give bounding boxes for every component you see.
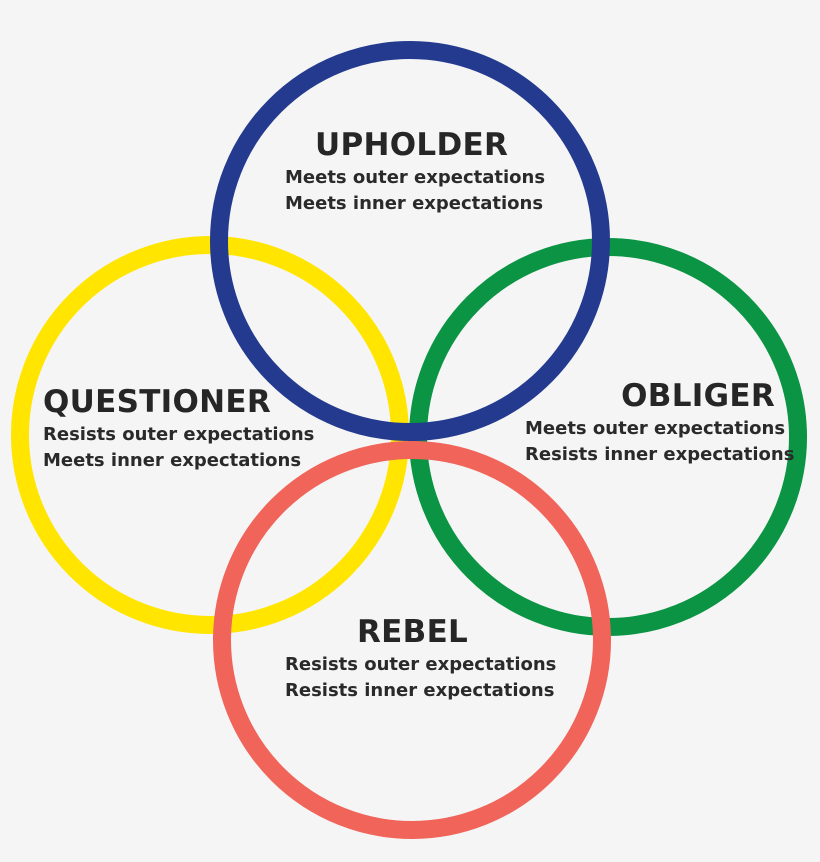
- questioner-outer-expectation: Resists outer expectations: [43, 424, 315, 445]
- upholder-label: UPHOLDER Meets outer expectations Meets …: [285, 130, 545, 213]
- rebel-title: REBEL: [357, 614, 469, 650]
- upholder-outer-expectation: Meets outer expectations: [285, 167, 546, 188]
- upholder-title: UPHOLDER: [315, 127, 509, 163]
- obliger-label: OBLIGER Meets outer expectations Resists…: [525, 378, 795, 465]
- obliger-outer-expectation: Meets outer expectations: [525, 418, 786, 439]
- questioner-label: QUESTIONER Resists outer expectations Me…: [43, 387, 314, 470]
- questioner-title: QUESTIONER: [43, 384, 272, 420]
- obliger-title: OBLIGER: [621, 378, 775, 414]
- rebel-inner-expectation: Resists inner expectations: [285, 680, 555, 701]
- obliger-inner-expectation: Resists inner expectations: [525, 444, 795, 465]
- questioner-inner-expectation: Meets inner expectations: [43, 450, 302, 471]
- upholder-inner-expectation: Meets inner expectations: [285, 193, 544, 214]
- rebel-label: REBEL Resists outer expectations Resists…: [285, 617, 556, 700]
- rebel-outer-expectation: Resists outer expectations: [285, 654, 557, 675]
- rebel-ring: [213, 441, 611, 839]
- upholder-ring: [210, 41, 610, 441]
